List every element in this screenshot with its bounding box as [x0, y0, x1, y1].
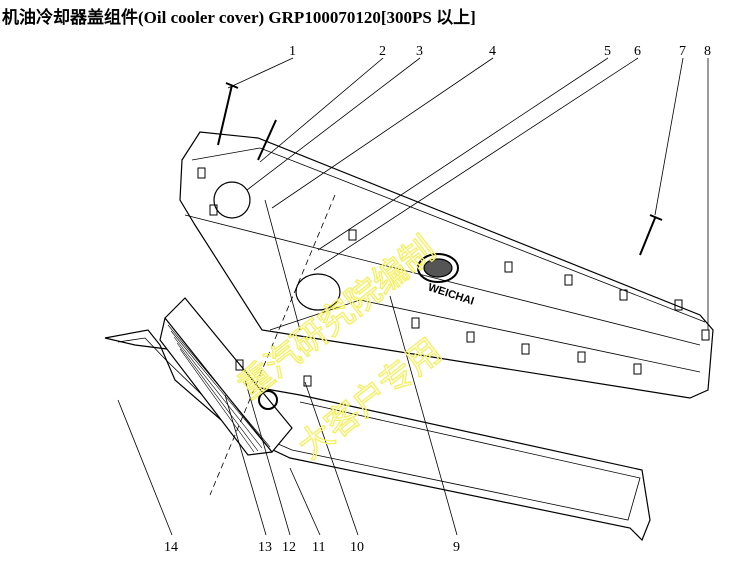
part-label-11: 11: [312, 540, 325, 555]
part-label-3: 3: [416, 44, 423, 59]
part-labels-bottom: 14 13 12 11 10 9: [164, 540, 460, 555]
part-label-7: 7: [679, 44, 686, 59]
oil-cooler: [159, 297, 293, 456]
part-labels-top: 1 2 3 4 5 6 7 8: [289, 44, 711, 59]
diagram-title: 机油冷却器盖组件(Oil cooler cover) GRP100070120[…: [2, 8, 476, 27]
part-label-5: 5: [604, 44, 611, 59]
part-label-6: 6: [634, 44, 641, 59]
part-label-1: 1: [289, 44, 296, 59]
part-label-9: 9: [453, 540, 460, 555]
part-label-12: 12: [282, 540, 296, 555]
part-label-13: 13: [258, 540, 272, 555]
part-label-4: 4: [489, 44, 496, 59]
part-label-2: 2: [379, 44, 386, 59]
part-label-10: 10: [350, 540, 364, 555]
part-label-8: 8: [704, 44, 711, 59]
part-label-14: 14: [164, 540, 178, 555]
